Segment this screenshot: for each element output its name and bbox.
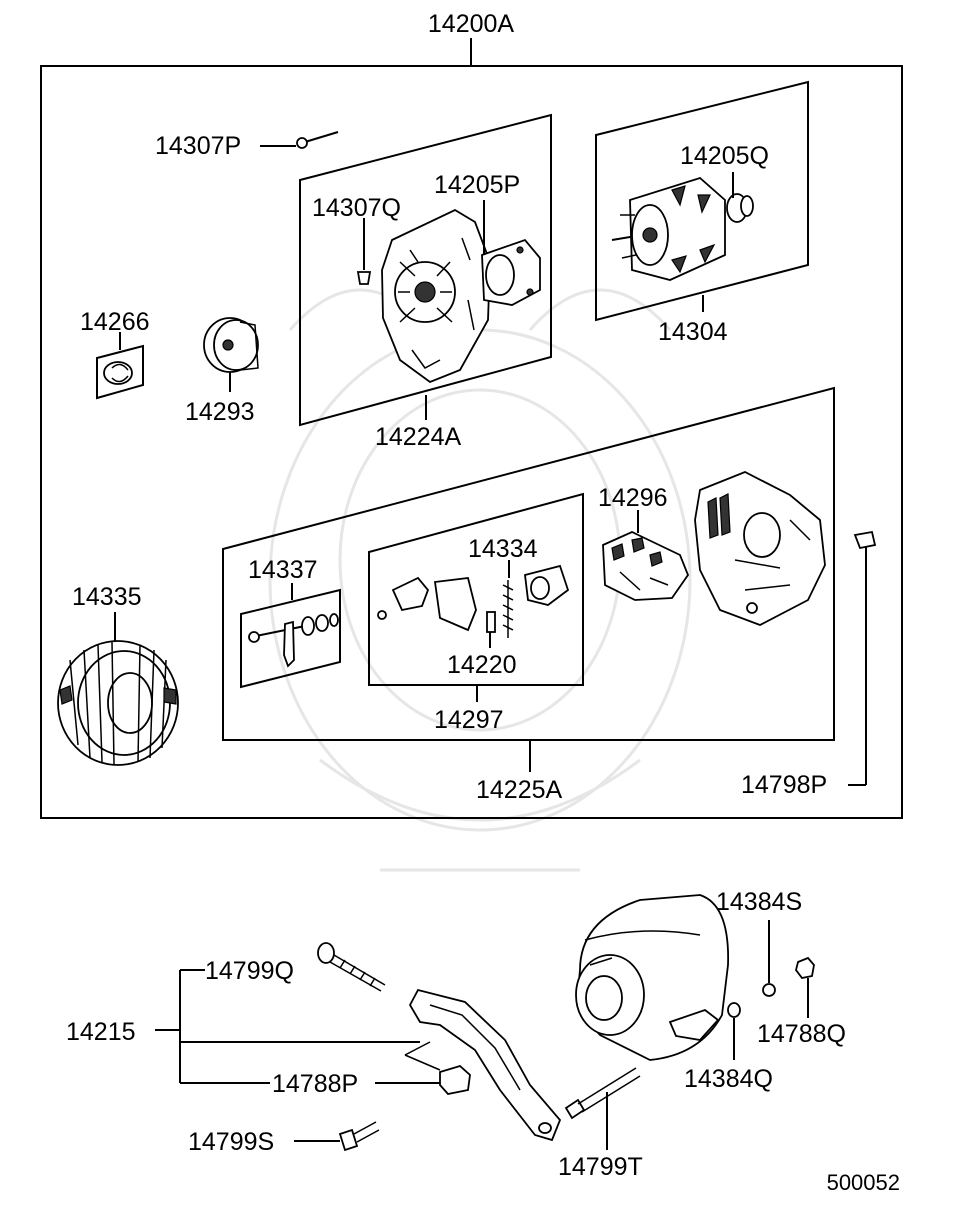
label-14297[interactable]: 14297 xyxy=(434,706,504,734)
label-14224A[interactable]: 14224A xyxy=(375,423,462,451)
alternator-assembly-drawing[interactable] xyxy=(575,894,729,1061)
label-14337[interactable]: 14337 xyxy=(248,556,318,584)
washer-14384S[interactable] xyxy=(762,920,776,997)
label-14205Q[interactable]: 14205Q xyxy=(680,142,769,170)
label-14335[interactable]: 14335 xyxy=(72,583,142,611)
spacer-14266[interactable] xyxy=(103,361,133,385)
panel-rotor xyxy=(595,80,809,322)
washer-14384Q[interactable] xyxy=(727,1002,741,1060)
label-14788P[interactable]: 14788P xyxy=(272,1070,358,1098)
brace-14215[interactable] xyxy=(408,988,562,1142)
label-14304[interactable]: 14304 xyxy=(658,318,728,346)
label-14799S[interactable]: 14799S xyxy=(188,1128,274,1156)
label-14384Q[interactable]: 14384Q xyxy=(684,1065,773,1093)
label-14334[interactable]: 14334 xyxy=(468,535,538,563)
rotor-drawing[interactable] xyxy=(611,176,754,281)
label-14296[interactable]: 14296 xyxy=(598,484,668,512)
panel-front-housing xyxy=(299,113,552,427)
regulator-parts-14220[interactable] xyxy=(377,564,570,638)
nut-14788P[interactable] xyxy=(439,1064,471,1095)
nut-14788Q[interactable] xyxy=(795,956,815,1018)
label-14307P[interactable]: 14307P xyxy=(155,132,241,160)
screw-14307Q[interactable] xyxy=(356,218,372,285)
label-14293[interactable]: 14293 xyxy=(185,398,255,426)
front-housing-drawing[interactable] xyxy=(381,208,541,384)
rear-housing-drawing[interactable] xyxy=(694,471,826,626)
label-14266[interactable]: 14266 xyxy=(80,308,150,336)
panel-14266 xyxy=(96,344,144,400)
label-14799Q[interactable]: 14799Q xyxy=(205,957,294,985)
rectifier-14296[interactable] xyxy=(602,531,690,601)
label-14384S[interactable]: 14384S xyxy=(716,888,802,916)
bolt-14799Q[interactable] xyxy=(317,942,386,992)
label-14788Q[interactable]: 14788Q xyxy=(757,1020,846,1048)
bolt-14799T[interactable] xyxy=(564,1067,641,1150)
pulley-14293[interactable] xyxy=(203,317,259,373)
label-14225A[interactable]: 14225A xyxy=(476,776,563,804)
panel-14297 xyxy=(368,492,584,686)
screw-14307P[interactable] xyxy=(296,131,339,149)
label-14215[interactable]: 14215 xyxy=(66,1018,136,1046)
stator-14335[interactable] xyxy=(57,640,179,766)
label-14205P[interactable]: 14205P xyxy=(434,171,520,199)
sheet-number: 500052 xyxy=(827,1170,900,1195)
label-14220[interactable]: 14220 xyxy=(447,651,517,679)
label-14307Q[interactable]: 14307Q xyxy=(312,194,401,222)
terminal-bolt-14337[interactable] xyxy=(248,613,339,668)
bolt-14799S[interactable] xyxy=(338,1121,380,1152)
label-14799T[interactable]: 14799T xyxy=(558,1153,643,1181)
panel-rear-housing-assembly xyxy=(222,386,835,741)
panel-14337 xyxy=(240,588,341,689)
label-14200A[interactable]: 14200A xyxy=(428,10,515,38)
screw-14798P[interactable] xyxy=(848,530,877,786)
callout-bracket-14215 xyxy=(155,969,441,1084)
label-14798P[interactable]: 14798P xyxy=(741,771,827,799)
